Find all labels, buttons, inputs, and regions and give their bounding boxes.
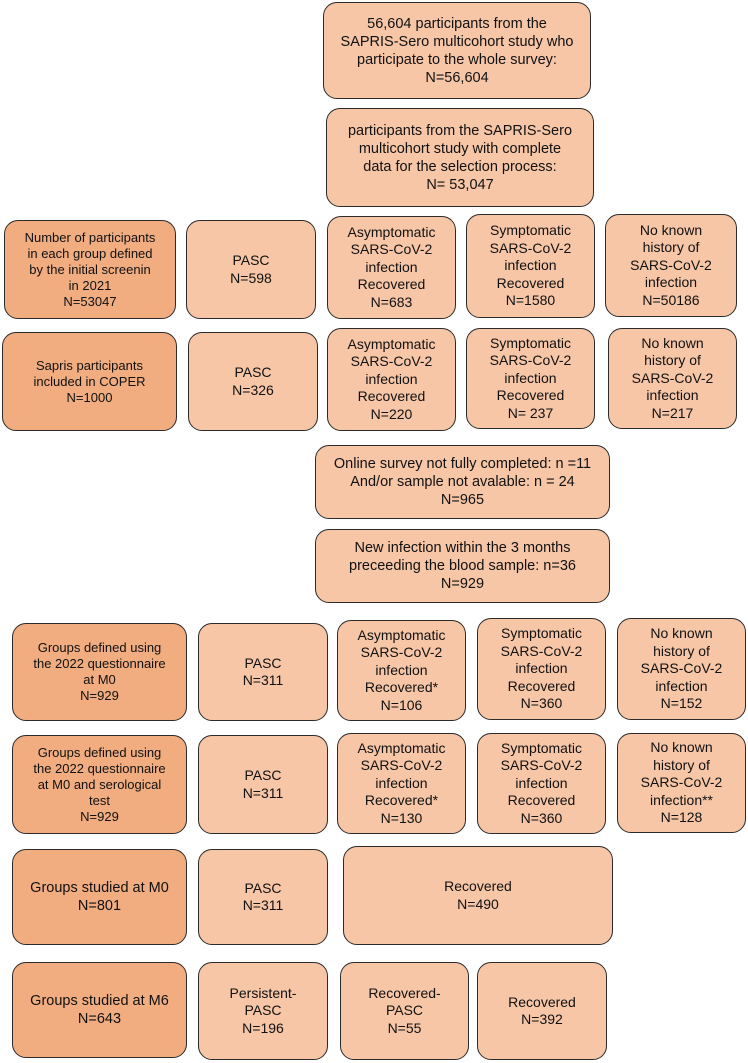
row6-label: Groups studied at M6 N=643	[12, 962, 187, 1058]
row5-pasc: PASC N=311	[198, 849, 328, 945]
row2-asymptomatic: Asymptomatic SARS-CoV-2 infection Recove…	[327, 328, 456, 431]
row4-symptomatic: Symptomatic SARS-CoV-2 infection Recover…	[477, 733, 606, 834]
row1-no-known-history: No known history of SARS-CoV-2 infection…	[605, 214, 737, 317]
complete-data-box: participants from the SAPRIS-Sero multic…	[326, 108, 594, 207]
row2-label: Sapris participants included in COPER N=…	[2, 332, 177, 431]
row6-persistent-pasc: Persistent- PASC N=196	[198, 962, 328, 1060]
exclusion-new-infection-box: New infection within the 3 months precee…	[315, 529, 610, 603]
row4-pasc: PASC N=311	[198, 735, 328, 834]
exclusion-incomplete-box: Online survey not fully completed: n =11…	[315, 445, 610, 519]
row1-asymptomatic: Asymptomatic SARS-CoV-2 infection Recove…	[327, 216, 456, 319]
row3-no-known-history: No known history of SARS-CoV-2 infection…	[617, 618, 746, 720]
total-participants-box: 56,604 participants from the SAPRIS-Sero…	[323, 2, 591, 99]
row1-symptomatic: Symptomatic SARS-CoV-2 infection Recover…	[466, 214, 595, 318]
row3-asymptomatic: Asymptomatic SARS-CoV-2 infection Recove…	[337, 620, 466, 721]
row3-symptomatic: Symptomatic SARS-CoV-2 infection Recover…	[477, 618, 606, 720]
row2-pasc: PASC N=326	[188, 332, 318, 431]
row5-recovered: Recovered N=490	[343, 846, 613, 945]
row6-recovered-pasc: Recovered- PASC N=55	[340, 962, 469, 1060]
row4-label: Groups defined using the 2022 questionna…	[12, 735, 187, 834]
row3-pasc: PASC N=311	[198, 623, 328, 721]
row6-recovered: Recovered N=392	[477, 962, 607, 1060]
row1-label: Number of participants in each group def…	[4, 220, 176, 319]
row2-no-known-history: No known history of SARS-CoV-2 infection…	[608, 328, 737, 429]
row4-asymptomatic: Asymptomatic SARS-CoV-2 infection Recove…	[337, 733, 466, 834]
row2-symptomatic: Symptomatic SARS-CoV-2 infection Recover…	[466, 328, 595, 429]
row5-label: Groups studied at M0 N=801	[12, 849, 187, 945]
row4-no-known-history: No known history of SARS-CoV-2 infection…	[617, 733, 746, 833]
row1-pasc: PASC N=598	[186, 220, 316, 319]
row3-label: Groups defined using the 2022 questionna…	[12, 623, 187, 721]
